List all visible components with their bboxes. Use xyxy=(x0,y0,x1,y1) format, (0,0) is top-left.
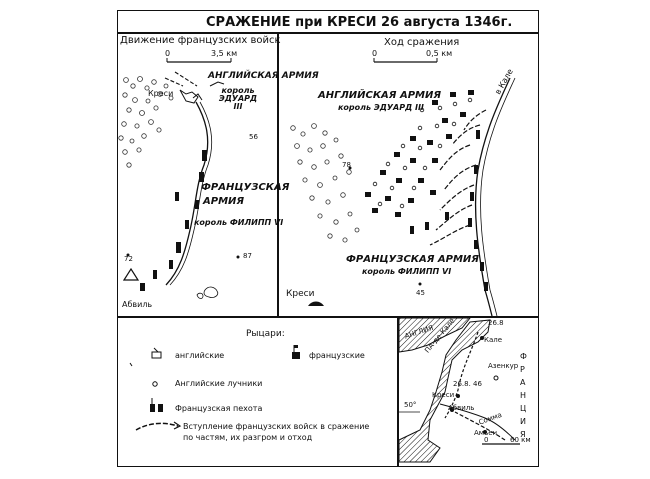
inset-english-route xyxy=(444,331,479,419)
right-kresi: Креси xyxy=(286,289,315,299)
inset-azenkur-point xyxy=(493,375,499,381)
legend-arrow-icon xyxy=(135,422,179,431)
height-78: 78 xyxy=(342,161,351,169)
inset-amien: Амьен xyxy=(474,429,498,437)
right-kresi-village xyxy=(308,301,324,306)
inset-scale-label: 60 км xyxy=(510,436,531,444)
legend-archers: Английские лучники xyxy=(175,379,263,388)
left-panel-title: Движение французских войск xyxy=(120,35,281,46)
inset-abbeville-point xyxy=(450,408,454,412)
right-scale-label: 0,5 км xyxy=(426,49,453,58)
legend-infantry: Французская пехота xyxy=(175,404,263,413)
legend-french: французские xyxy=(309,351,365,360)
height-45-point xyxy=(418,282,422,286)
left-river xyxy=(165,101,209,286)
map-title: СРАЖЕНИЕ при КРЕСИ 26 августа 1346г. xyxy=(206,15,513,30)
right-french-attack-arrows xyxy=(429,109,487,246)
inset-kresi-point xyxy=(456,394,460,398)
right-french-army: ФРАНЦУЗСКАЯ АРМИЯ xyxy=(346,254,479,265)
inset-divider xyxy=(397,316,399,467)
title-divider xyxy=(117,32,539,34)
left-kresi: Креси xyxy=(148,89,174,98)
panel-divider xyxy=(277,32,279,316)
left-woods-south xyxy=(196,286,219,299)
left-scale-zero: 0 xyxy=(165,49,171,58)
height-56: 56 xyxy=(249,133,258,141)
left-french-king: король ФИЛИПП VI xyxy=(194,218,284,227)
right-forest xyxy=(290,123,360,243)
legend-infantry-icon xyxy=(150,398,163,412)
legend-english: английские xyxy=(175,351,225,360)
right-french-units xyxy=(410,130,488,291)
legend-knights: Рыцари: xyxy=(246,329,285,339)
left-english-positions xyxy=(179,89,203,104)
left-attack-arrows xyxy=(164,71,198,87)
right-english-king: король ЭДУАРД III xyxy=(338,103,424,112)
left-french-columns xyxy=(140,150,207,291)
inset-scale-zero: 0 xyxy=(484,436,489,444)
height-87: 87 xyxy=(243,252,252,260)
left-ridge-mark xyxy=(209,81,225,87)
inset-somme-river xyxy=(439,403,516,441)
left-french-army-2: АРМИЯ xyxy=(203,196,245,207)
left-forest xyxy=(118,76,174,168)
inset-date-1: 26.8 xyxy=(488,319,504,327)
right-river xyxy=(474,77,511,317)
right-river-bank xyxy=(480,77,516,317)
right-english-knights xyxy=(365,90,474,217)
abbeville-fort-icon xyxy=(122,267,140,281)
right-english-archers xyxy=(372,97,473,209)
inset-france-letters: ФРАНЦИЯ xyxy=(520,352,527,439)
legend-divider xyxy=(117,316,539,318)
inset-kresi: Креси xyxy=(432,391,455,399)
left-english-king: король ЭДУАРД III xyxy=(218,86,258,111)
inset-france-coast xyxy=(398,319,491,463)
legend-english-knight-icon xyxy=(151,347,162,359)
left-abbeville: Абвиль xyxy=(122,300,153,309)
legend-archer-icon xyxy=(152,381,158,387)
left-river-bank xyxy=(169,101,213,286)
height-72: 72 xyxy=(124,255,133,263)
right-scale-zero: 0 xyxy=(372,49,378,58)
inset-england-land xyxy=(398,317,472,353)
right-english-army: АНГЛИЙСКАЯ АРМИЯ xyxy=(318,90,442,101)
legend-arrow-head xyxy=(173,421,182,430)
legend-arrow-line-2: по частям, их разгром и отход xyxy=(183,433,313,442)
inset-lat: 50° xyxy=(404,401,417,409)
height-45: 45 xyxy=(416,289,425,297)
right-french-king: король ФИЛИПП VI xyxy=(362,267,452,276)
inset-kale: Кале xyxy=(484,336,503,344)
right-panel-title: Ход сражения xyxy=(384,37,460,48)
left-english-army: АНГЛИЙСКАЯ АРМИЯ xyxy=(208,71,319,81)
legend-arrow-line-1: Вступление французских войск в сражение xyxy=(183,422,370,431)
legend-french-knight-icon xyxy=(292,345,300,359)
left-scale-label: 3,5 км xyxy=(211,49,238,58)
left-french-army-1: ФРАНЦУЗСКАЯ xyxy=(201,182,290,193)
map-frame xyxy=(117,10,539,467)
inset-amien-point xyxy=(483,430,487,434)
height-72-point xyxy=(126,253,130,257)
inset-azenkur: Азенкур xyxy=(488,362,519,370)
inset-date-2: 26.8. 46 xyxy=(453,380,482,388)
inset-kale-point xyxy=(480,336,484,340)
legend-tick-mark xyxy=(129,362,133,367)
height-87-point xyxy=(236,255,240,259)
inset-abbeville: Абвиль xyxy=(448,404,475,412)
height-78-point xyxy=(348,166,352,170)
